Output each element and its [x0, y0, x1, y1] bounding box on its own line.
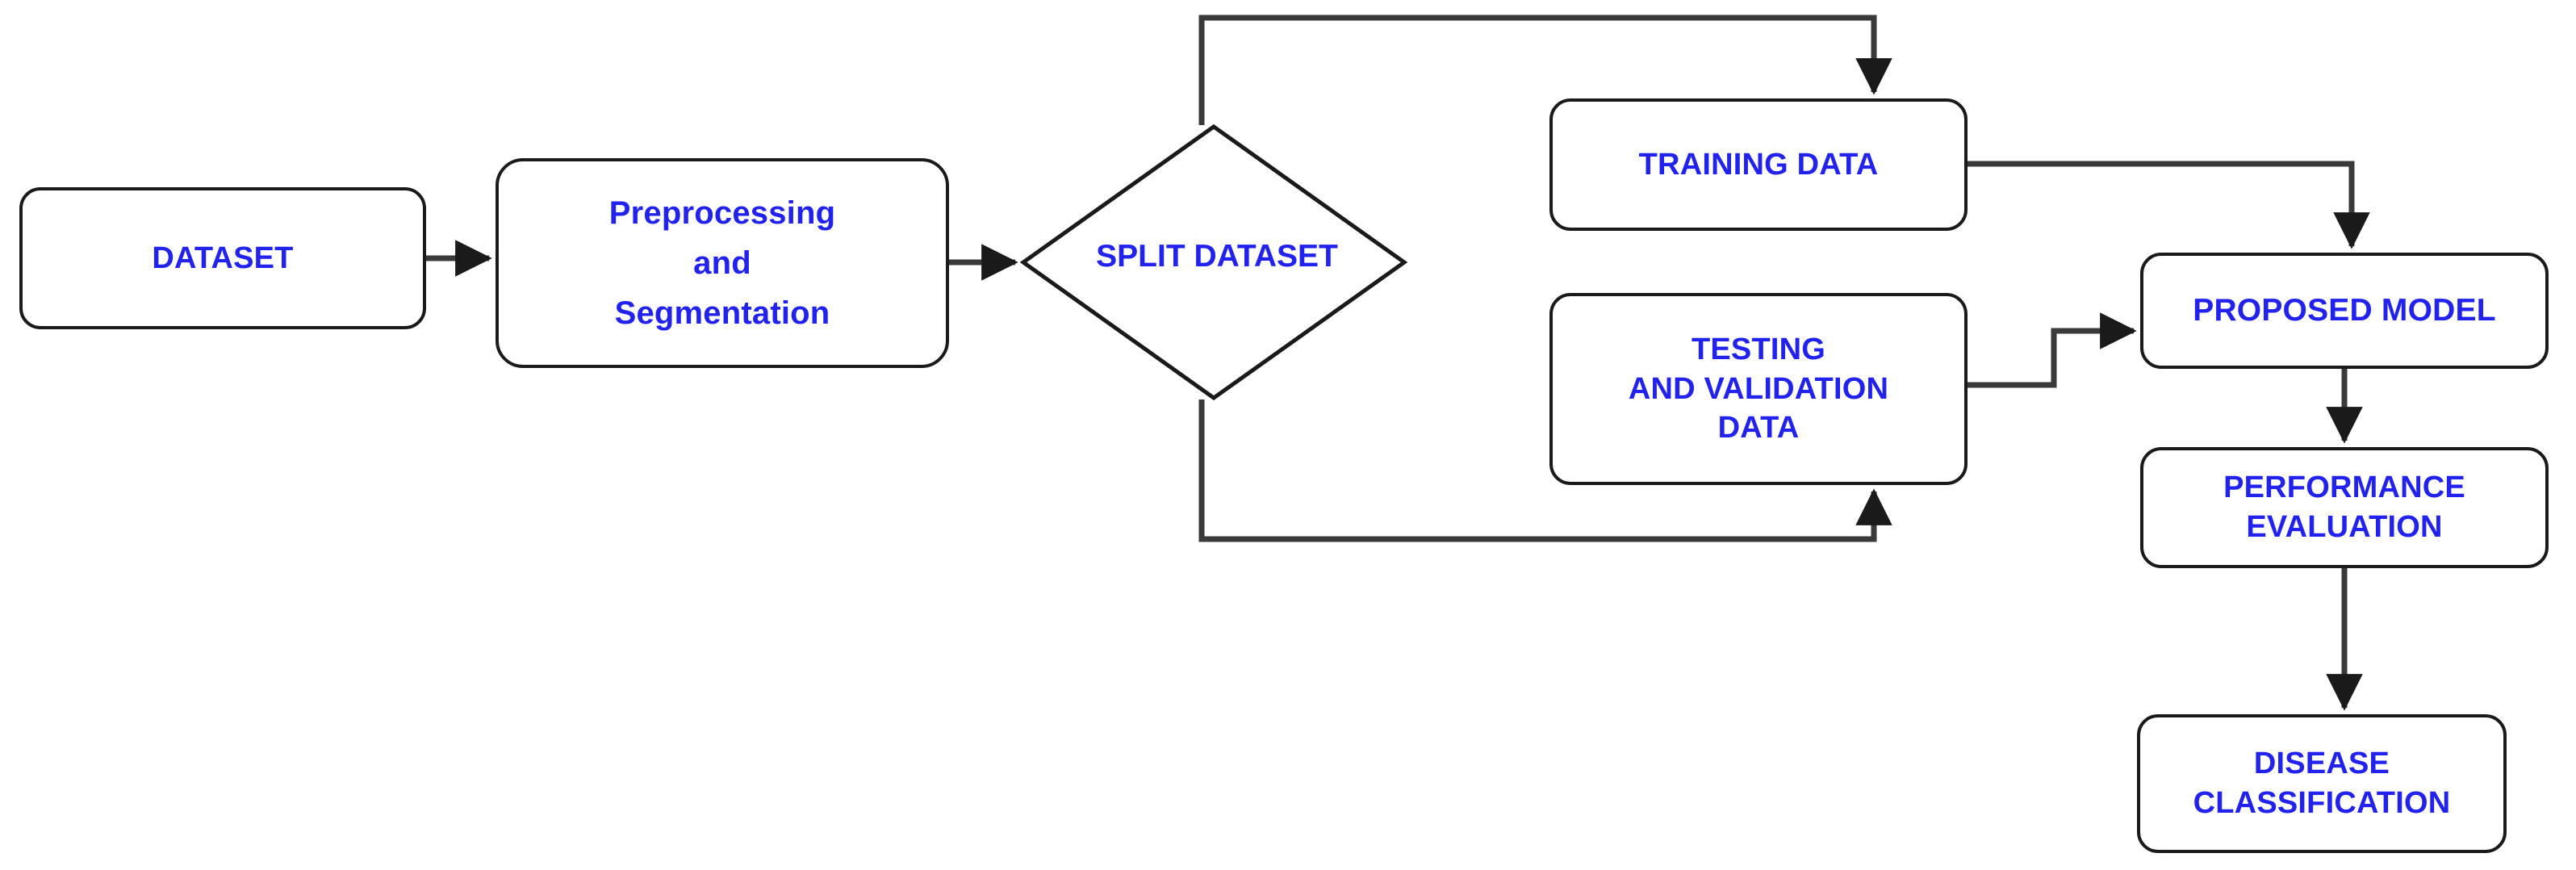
edge-split-to-training — [1198, 15, 1892, 125]
node-training-data-label: TRAINING DATA — [1638, 147, 1879, 182]
edge-training-to-proposed — [1968, 161, 2370, 249]
edge-split-to-testing — [1198, 399, 1892, 542]
node-split-dataset-label: SPLIT DATASET — [1096, 239, 1338, 274]
node-performance-evaluation[interactable]: PERFORMANCE EVALUATION — [2140, 447, 2549, 568]
node-preprocessing-label: Preprocessing and Segmentation — [608, 195, 836, 331]
node-proposed-model[interactable]: PROPOSED MODEL — [2140, 253, 2549, 369]
node-performance-evaluation-label: PERFORMANCE EVALUATION — [2223, 471, 2465, 544]
node-proposed-model-label: PROPOSED MODEL — [2193, 293, 2496, 328]
node-testing-validation-data[interactable]: TESTING AND VALIDATION DATA — [1549, 293, 1968, 485]
node-disease-classification[interactable]: DISEASE CLASSIFICATION — [2137, 714, 2507, 853]
node-testing-validation-data-label: TESTING AND VALIDATION DATA — [1628, 333, 1889, 445]
node-disease-classification-label: DISEASE CLASSIFICATION — [2193, 747, 2451, 820]
edge-testing-to-proposed — [1968, 312, 2137, 388]
node-training-data[interactable]: TRAINING DATA — [1549, 98, 1968, 231]
node-dataset-label: DATASET — [152, 241, 294, 275]
node-preprocessing[interactable]: Preprocessing and Segmentation — [496, 158, 949, 368]
node-dataset[interactable]: DATASET — [19, 187, 426, 329]
split-dataset-diamond[interactable] — [1019, 123, 1408, 401]
